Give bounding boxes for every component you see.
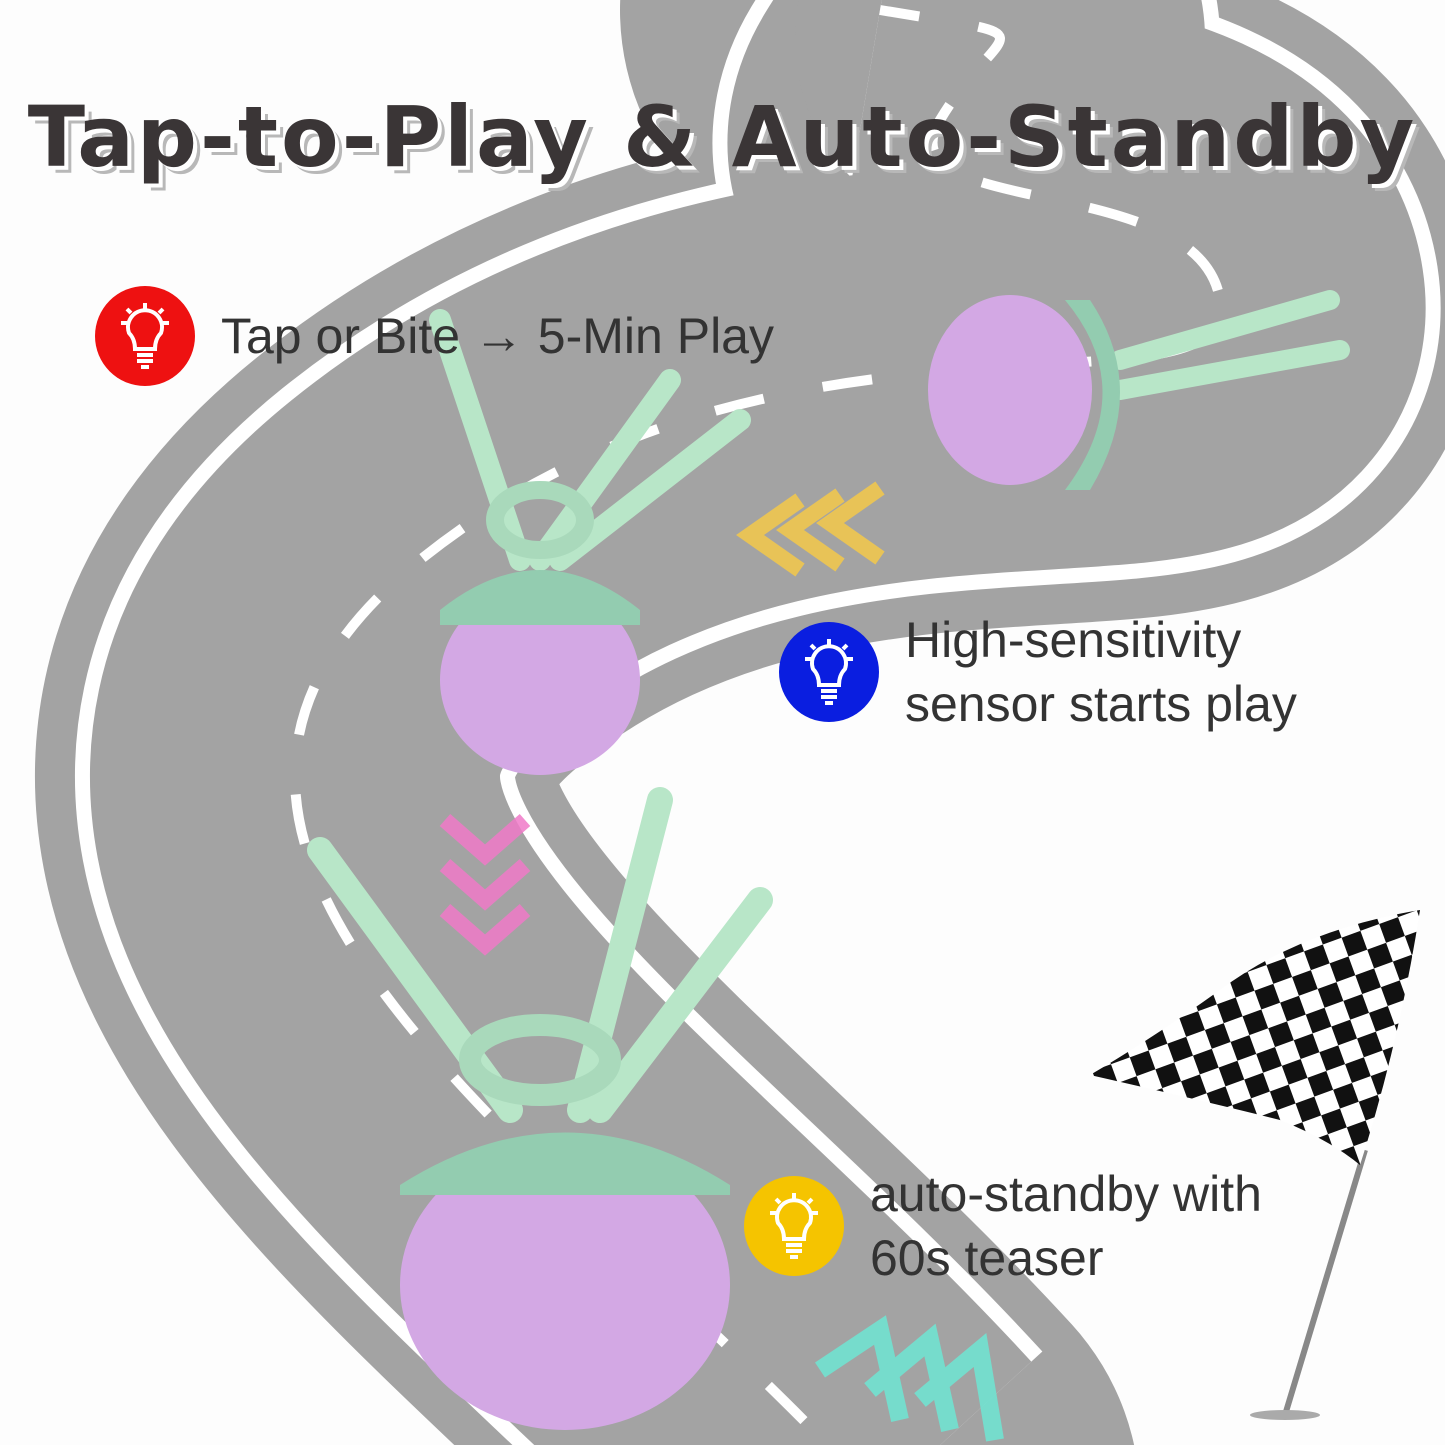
feature-text: High-sensitivity sensor starts play bbox=[905, 608, 1297, 736]
feature-sensor: High-sensitivity sensor starts play bbox=[779, 608, 1297, 736]
toy-ball-middle bbox=[429, 309, 751, 775]
toy-ball-top-right bbox=[928, 290, 1350, 490]
chevrons-cyan bbox=[815, 1315, 1004, 1442]
chevrons-yellow bbox=[736, 481, 885, 577]
feature-standby: auto-standby with 60s teaser bbox=[744, 1162, 1262, 1290]
feature-tap-play: Tap or Bite → 5-Min Play bbox=[95, 286, 774, 386]
checkered-flag bbox=[1090, 910, 1420, 1420]
feature-line: auto-standby with bbox=[870, 1166, 1262, 1222]
lightbulb-icon bbox=[95, 286, 195, 386]
lightbulb-icon bbox=[744, 1176, 844, 1276]
lightbulb-icon bbox=[779, 622, 879, 722]
feature-line: High-sensitivity bbox=[905, 612, 1242, 668]
chevrons-pink bbox=[439, 813, 531, 956]
feature-text: Tap or Bite → 5-Min Play bbox=[221, 308, 774, 364]
page-title: Tap-to-Play & Auto-Standby bbox=[27, 88, 1418, 186]
toy-ball-bottom bbox=[307, 787, 773, 1430]
feature-line: 60s teaser bbox=[870, 1230, 1104, 1286]
feature-text: auto-standby with 60s teaser bbox=[870, 1162, 1262, 1290]
feature-line: sensor starts play bbox=[905, 676, 1297, 732]
